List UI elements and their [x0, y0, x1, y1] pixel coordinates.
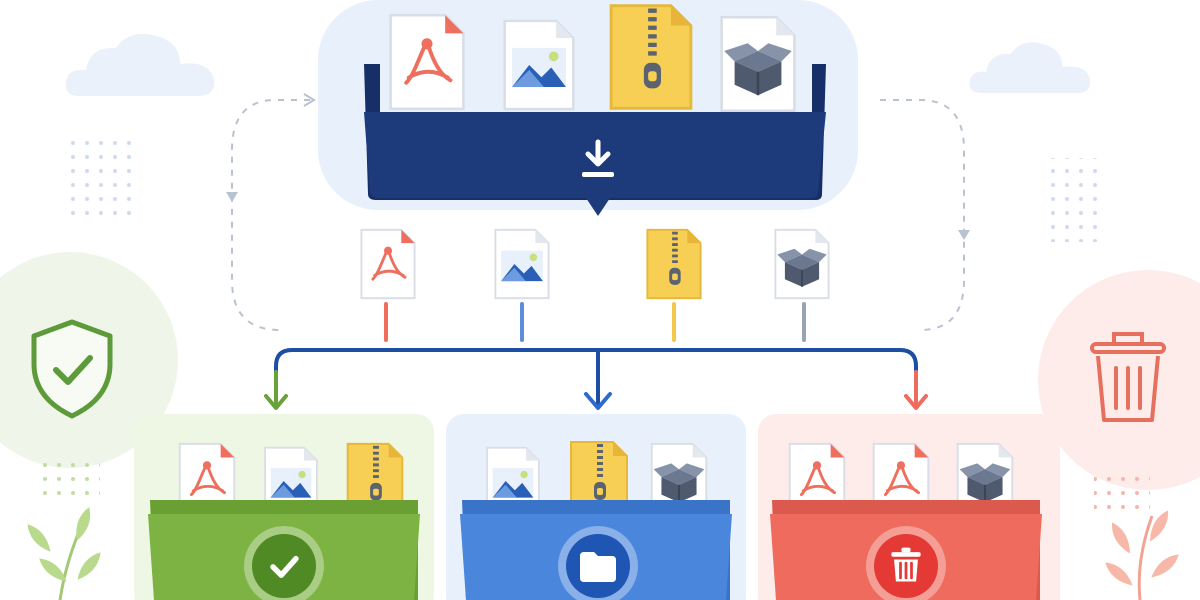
trash-icon: [1090, 332, 1166, 422]
tray-file-image: [503, 19, 575, 111]
dashed-arrow-left: [303, 93, 316, 107]
middle-files: [359, 228, 830, 342]
middle-file-image: [494, 228, 550, 300]
dashed-arrowhead-right: [958, 230, 970, 240]
dot-grid-right: [1042, 158, 1098, 242]
cloud-left: [65, 33, 215, 96]
middle-file-pdf: [359, 228, 417, 300]
dashed-loop-right: [880, 99, 965, 331]
dot-grid-red: [1094, 468, 1150, 512]
destination-organized: [446, 414, 746, 600]
folder-icon: [580, 552, 616, 582]
dot-grid-left: [70, 138, 140, 222]
flow-lines: [264, 348, 928, 410]
middle-file-package: [774, 228, 830, 300]
source-tray: [318, 0, 858, 216]
destination-deleted: [758, 414, 1060, 600]
middle-file-zip: [646, 228, 702, 300]
dashed-arrowhead-left: [226, 192, 238, 202]
dot-grid-green: [40, 458, 100, 502]
tray-file-pdf: [391, 15, 464, 109]
shield-check-icon: [31, 319, 113, 419]
trash-badge-icon: [889, 546, 923, 583]
right-badge-circle: [1038, 270, 1200, 490]
tray-file-package: [719, 15, 797, 113]
dashed-loop-left: [231, 99, 310, 331]
leaf-sprig-right: [1101, 507, 1183, 600]
cloud-right: [969, 42, 1091, 93]
tray-file-zip: [609, 4, 693, 110]
leaf-sprig-left: [23, 505, 105, 600]
destination-approved: [134, 414, 434, 600]
